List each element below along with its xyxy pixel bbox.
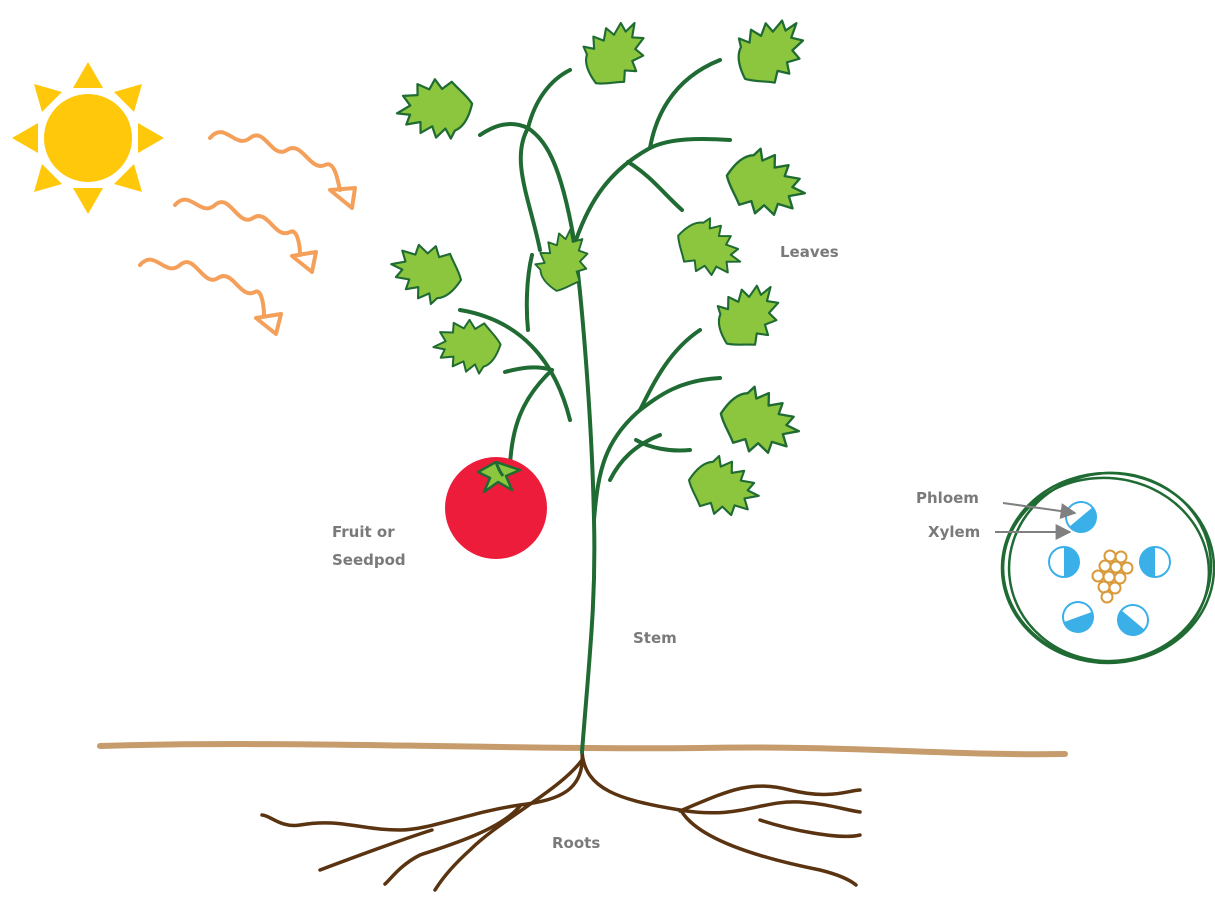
label-phloem: Phloem [916, 489, 979, 507]
pointer-arrows [995, 503, 1075, 532]
leaf-icon [431, 317, 503, 377]
label-leaves: Leaves [780, 243, 839, 261]
leaf-icon [715, 382, 805, 459]
label-xylem: Xylem [928, 523, 980, 541]
leaf-icon [722, 1, 817, 98]
leaf-icon [703, 269, 791, 361]
leaf-icon [531, 224, 592, 295]
tomato-fruit-icon [445, 457, 547, 559]
labels: Leaves Fruit or Seedpod Stem Roots Phloe… [332, 243, 980, 852]
label-stem: Stem [633, 629, 677, 647]
leaf-icon [721, 144, 811, 221]
light-ray-icon [140, 260, 281, 334]
light-ray-icon [175, 200, 316, 272]
leaf-icon [684, 452, 764, 521]
stem [460, 60, 730, 752]
label-roots: Roots [552, 834, 600, 852]
label-fruit-line2: Seedpod [332, 551, 406, 569]
leaf-icon [392, 74, 477, 147]
light-rays [140, 132, 355, 334]
light-ray-icon [210, 132, 355, 208]
leaf-icon [386, 239, 466, 308]
leaves [386, 1, 817, 521]
label-fruit-line1: Fruit or [332, 523, 395, 541]
roots [262, 752, 860, 890]
leaf-icon [571, 7, 657, 98]
stem-cross-section-icon [994, 465, 1215, 673]
sun-icon [12, 62, 164, 214]
pith-cells [1093, 551, 1133, 603]
leaf-icon [669, 210, 751, 284]
